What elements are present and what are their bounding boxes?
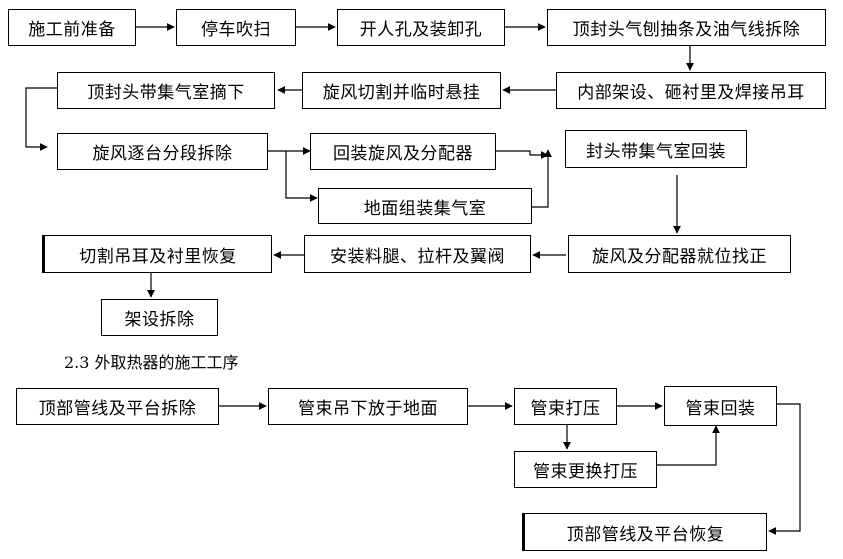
step-ground-assembly: 地面组装集气室	[318, 188, 532, 224]
step-cyclone-remove: 旋风逐台分段拆除	[57, 133, 268, 170]
step-prep: 施工前准备	[8, 9, 136, 46]
step-head-remove: 顶封头带集气室摘下	[57, 72, 275, 109]
section-heading: 2.3 外取热器的施工工序	[64, 353, 239, 372]
step-legs: 安装料腿、拉杆及翼阀	[304, 235, 531, 273]
arrow-reinstall-to-headreinstall	[496, 150, 549, 159]
arrow-headremove-to-cyclone	[25, 87, 57, 151]
arrow-replace-to-reinstall	[657, 425, 720, 466]
step-bundle-reinstall: 管束回装	[664, 386, 777, 426]
step-pressure-test: 管束打压	[514, 388, 617, 425]
arrow-reinstall-to-restore	[768, 403, 801, 535]
step-cut-hang: 旋风切割并临时悬挂	[302, 72, 501, 109]
step-bundle-replace: 管束更换打压	[514, 451, 657, 488]
step-pipe-remove: 顶部管线及平台拆除	[16, 388, 219, 425]
step-scaffold: 内部架设、砸衬里及焊接吊耳	[556, 72, 826, 109]
step-lug-restore: 切割吊耳及衬里恢复	[42, 235, 272, 273]
step-align: 旋风及分配器就位找正	[568, 235, 791, 273]
step-reinstall-cyclone: 回装旋风及分配器	[310, 133, 496, 170]
step-pipe-restore: 顶部管线及平台恢复	[522, 513, 767, 551]
arrow-ground-to-headreinstall	[532, 149, 552, 208]
step-bundle-lower: 管束吊下放于地面	[268, 388, 468, 425]
step-head-reinstall: 封头带集气室回装	[565, 130, 747, 168]
step-head-dismantle: 顶封头气刨抽条及油气线拆除	[547, 9, 826, 46]
step-scaffold-remove: 架设拆除	[101, 299, 218, 336]
step-manhole: 开人孔及装卸孔	[337, 9, 505, 46]
arrow-cyclone-to-ground	[285, 151, 318, 202]
step-purge: 停车吹扫	[176, 9, 296, 46]
